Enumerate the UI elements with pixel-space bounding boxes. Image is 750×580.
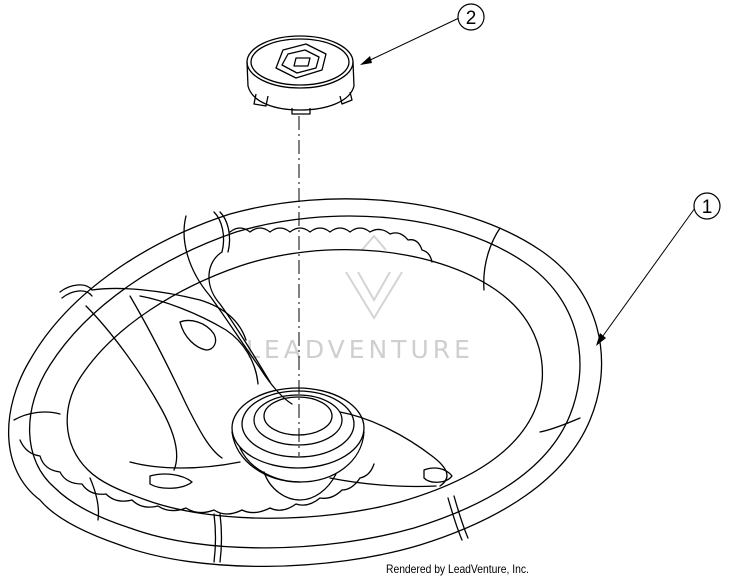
grip-seam-right [483,227,501,291]
cap-emblem-inner [281,49,320,74]
grip-seam-right-lower [539,417,581,433]
callout-2-number: 2 [466,8,477,29]
cap-top-face [246,35,354,89]
rim-grip-inner-wave [229,227,433,263]
grip-seam-bottom-right [447,497,463,541]
grip-seam-left-upper-b [61,290,93,299]
spoke-left-bottom [85,305,178,471]
grip-seam-left-lower [13,411,61,421]
grip-seam-top-b [219,211,231,253]
callout-2-balloon [457,3,485,31]
spoke-top-inner [208,251,271,383]
callout-2-leader [365,17,460,63]
callout-1-number: 1 [702,197,713,218]
grip-seam-bottom-mid-b [219,513,223,563]
cap-side-wall [246,61,355,111]
spoke-top [183,215,293,405]
cap-clip-front [291,108,311,115]
spoke-left-top [91,287,247,341]
grip-seam-bottom-right-b [453,495,469,539]
grip-seam-bottom-left [89,477,100,521]
hub-inner [253,394,343,446]
callout-1-leader [599,207,696,341]
callout-1: 1 [596,192,721,346]
grip-seam-left-upper [59,284,93,293]
rim-outer-edge [7,198,603,568]
rim-grip-lower-wave [19,439,375,515]
watermark-logo-peak [361,234,387,251]
hub-rim [241,390,355,458]
grip-seam-top [213,211,225,253]
hub-bore [263,396,333,436]
spoke-bottom-left-window [149,473,193,489]
callout-2-arrowhead [360,56,372,65]
cap-emblem-mark [293,57,311,67]
watermark-logo-v [345,271,403,320]
spoke-left-inner [129,295,223,459]
cap-emblem-outer [275,43,327,79]
callout-1-balloon [693,192,721,220]
grip-seam-bottom-mid [213,513,217,563]
callout-2: 2 [360,3,485,65]
rim-outer-contour [28,215,581,549]
spoke-right-lower [329,477,437,488]
spoke-bottom-left [129,461,241,469]
rendered-by-credit: Rendered by LeadVenture, Inc. [386,562,529,576]
rim-inner-edge [66,249,544,519]
spoke-slot [179,319,217,351]
spoke-left-ridge [139,295,259,385]
hub-outer [231,387,365,469]
center-cap [246,35,355,115]
cap-clip-right [339,91,353,105]
cap-top-face-inner [250,38,350,86]
callout-1-arrowhead [596,333,606,346]
spoke-right [339,411,448,487]
spoke-right-window [423,467,453,483]
steering-wheel [7,198,603,568]
watermark-text: LEADVENTURE [246,335,474,364]
leadventure-watermark [345,234,403,320]
cap-clip-left [253,93,269,107]
hub-bottom-spoke [263,471,337,501]
